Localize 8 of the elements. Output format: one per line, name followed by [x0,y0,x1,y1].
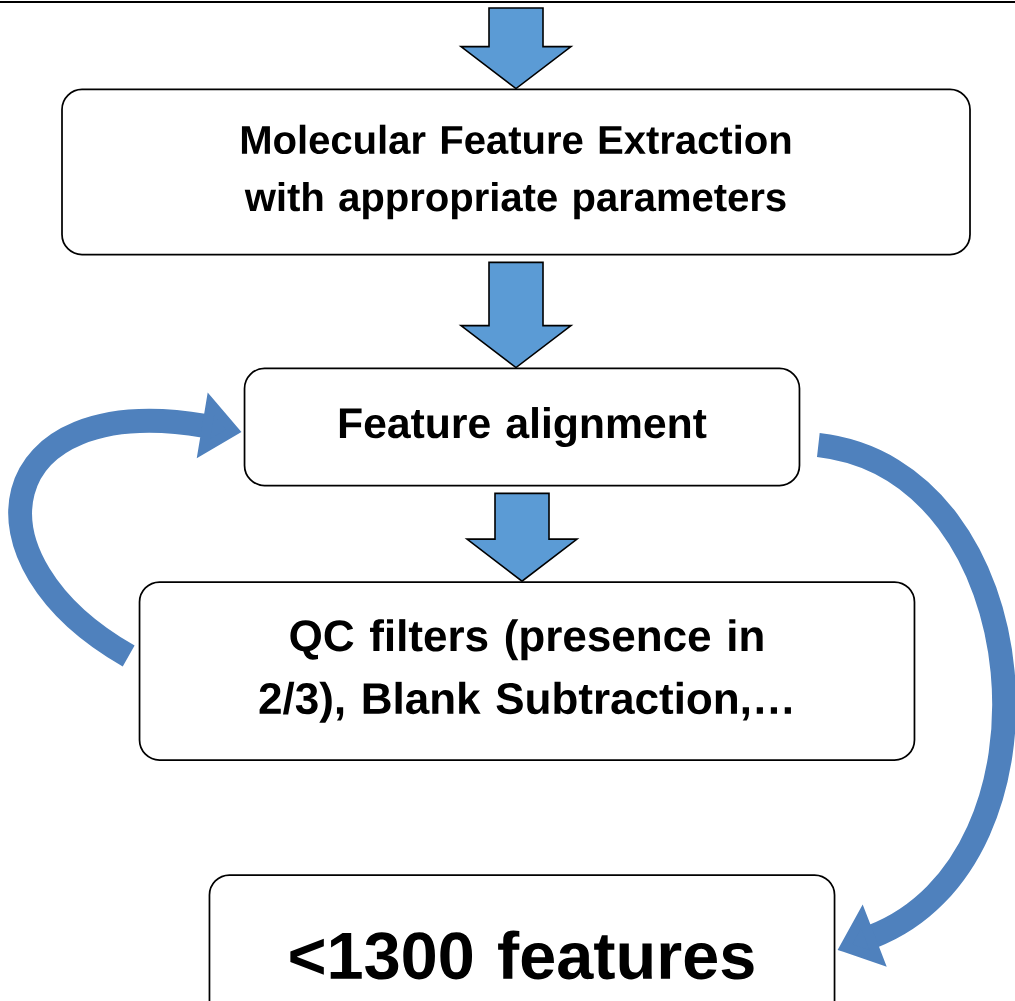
process-box: <1300 features [208,874,836,1001]
process-box: QC filters (presence in 2/3), Blank Subtraction,… [138,581,916,761]
curved-arrow [815,433,1015,967]
process-box: Molecular Feature Extraction with appropriate parameters [61,88,971,256]
block-arrow [458,7,574,90]
block-arrow [464,492,580,583]
process-box: Feature alignment [243,367,801,487]
block-arrow [458,261,574,369]
